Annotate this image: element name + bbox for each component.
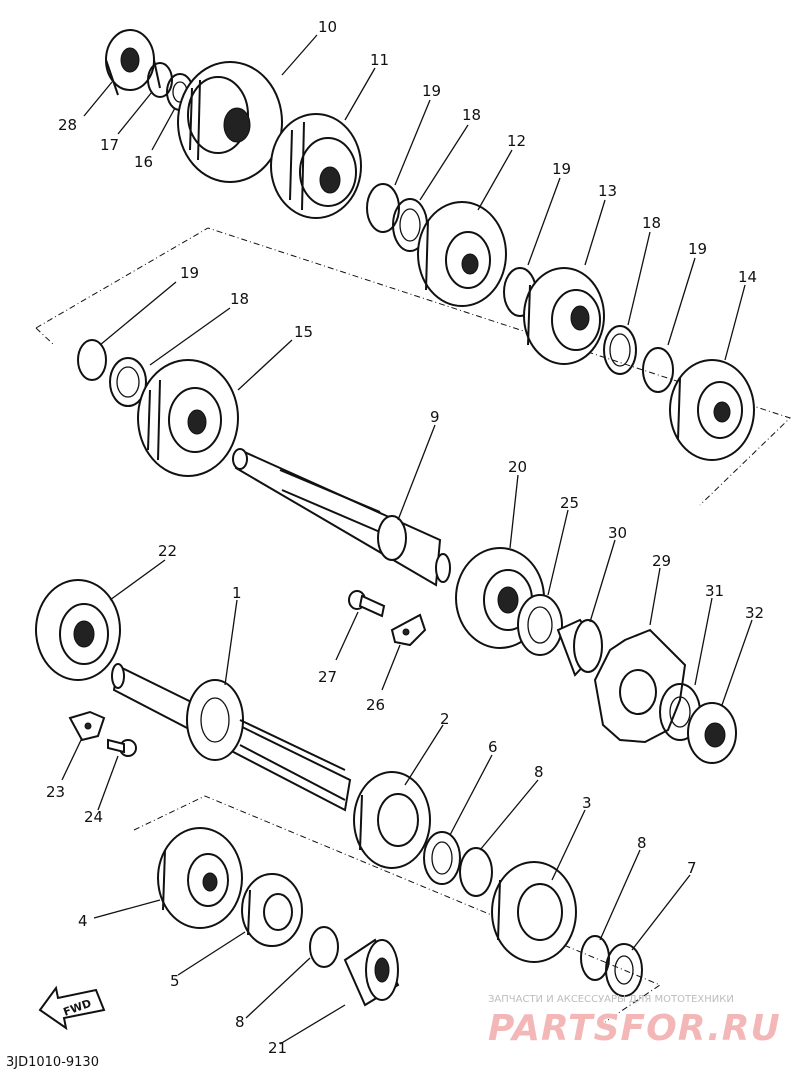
callout-19: 19 [552, 160, 571, 178]
circlip-8b [580, 935, 610, 981]
callout-12: 12 [507, 132, 526, 150]
collar-30 [556, 618, 603, 677]
callout-20: 20 [508, 458, 527, 476]
callout-7: 7 [687, 859, 697, 877]
bearing-22 [35, 579, 121, 681]
callout-19: 19 [688, 240, 707, 258]
callout-24: 24 [84, 808, 103, 826]
gear-2 [353, 771, 431, 869]
screw-24 [107, 738, 137, 757]
callout-18: 18 [462, 106, 481, 124]
gear-3 [491, 861, 577, 963]
callout-2: 2 [440, 710, 450, 728]
callout-1: 1 [232, 584, 242, 602]
fwd-arrow-icon: FWD [38, 985, 106, 1031]
callout-15: 15 [294, 323, 313, 341]
watermark: ЗАПЧАСТИ И АКСЕССУАРЫ ДЛЯ МОТОТЕХНИКИ PA… [488, 994, 781, 1049]
callout-8: 8 [534, 763, 544, 781]
gear-15 [137, 359, 239, 477]
callout-4: 4 [78, 912, 88, 930]
bolt-27 [348, 590, 386, 618]
leader-lines [61, 34, 753, 1045]
callout-11: 11 [370, 51, 389, 69]
callout-19: 19 [180, 264, 199, 282]
gear-11 [270, 113, 362, 219]
circlip-8a [459, 847, 493, 897]
gear-10 [177, 61, 283, 183]
callout-8: 8 [637, 834, 647, 852]
bearing-28 [105, 29, 161, 96]
plate-26 [390, 613, 427, 647]
callout-25: 25 [560, 494, 579, 512]
callout-3: 3 [582, 794, 592, 812]
main-axle-1 [111, 663, 352, 812]
sprocket-29 [593, 628, 687, 744]
circlip-8c [309, 926, 339, 968]
callout-29: 29 [652, 552, 671, 570]
callout-28: 28 [58, 116, 77, 134]
callout-19: 19 [422, 82, 441, 100]
callout-8: 8 [235, 1013, 245, 1031]
callout-18: 18 [230, 290, 249, 308]
watermark-brand: PARTSFOR.RU [488, 1008, 781, 1049]
circlip-19c [642, 347, 674, 393]
circlip-19d [77, 339, 107, 381]
assembly-outline-lower [133, 795, 662, 1023]
collar-21 [343, 938, 400, 1007]
callout-27: 27 [318, 668, 337, 686]
washer-7 [605, 943, 643, 997]
drawing-code: 3JD1010-9130 [6, 1055, 99, 1070]
callout-6: 6 [488, 738, 498, 756]
callout-32: 32 [745, 604, 764, 622]
callout-21: 21 [268, 1039, 287, 1057]
circlip-17 [147, 62, 173, 98]
callout-23: 23 [46, 783, 65, 801]
gear-5 [241, 873, 303, 947]
callout-9: 9 [430, 408, 440, 426]
callout-31: 31 [705, 582, 724, 600]
gear-4 [157, 827, 243, 929]
oil-seal-25 [517, 594, 563, 656]
callout-labels: 10 11 19 18 12 19 13 18 19 14 28 17 16 1… [46, 18, 764, 1057]
callout-10: 10 [318, 18, 337, 36]
callout-22: 22 [158, 542, 177, 560]
nut-32 [687, 702, 737, 764]
callout-5: 5 [170, 972, 180, 990]
gear-14 [669, 359, 755, 461]
gear-12 [417, 201, 507, 307]
gear-13 [523, 267, 605, 365]
plate-23 [68, 710, 106, 742]
callout-14: 14 [738, 268, 757, 286]
washer-18c [109, 357, 147, 407]
callout-26: 26 [366, 696, 385, 714]
washer-18b [603, 325, 637, 375]
circlip-19a [366, 183, 400, 233]
callout-18: 18 [642, 214, 661, 232]
drive-axle-9 [232, 448, 451, 587]
washer-6 [423, 831, 461, 885]
callout-30: 30 [608, 524, 627, 542]
watermark-caption: ЗАПЧАСТИ И АКСЕССУАРЫ ДЛЯ МОТОТЕХНИКИ [488, 994, 734, 1005]
callout-13: 13 [598, 182, 617, 200]
callout-17: 17 [100, 136, 119, 154]
callout-16: 16 [134, 153, 153, 171]
assembly-outline-upper [35, 227, 791, 506]
